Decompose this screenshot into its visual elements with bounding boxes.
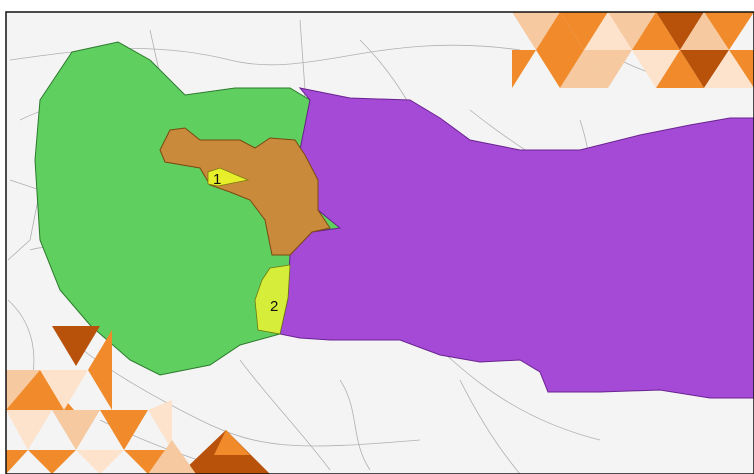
zone-east <box>279 87 754 399</box>
map-border <box>5 11 754 474</box>
decor-triangles-bottom-left <box>6 326 270 474</box>
zone-2-label: 2 <box>270 298 278 315</box>
zone-center <box>159 127 331 256</box>
zone-small-2 <box>254 264 291 335</box>
zone-small-1 <box>207 167 250 187</box>
decor-triangles-top-right <box>512 12 754 88</box>
zone-1-label: 1 <box>213 171 221 188</box>
